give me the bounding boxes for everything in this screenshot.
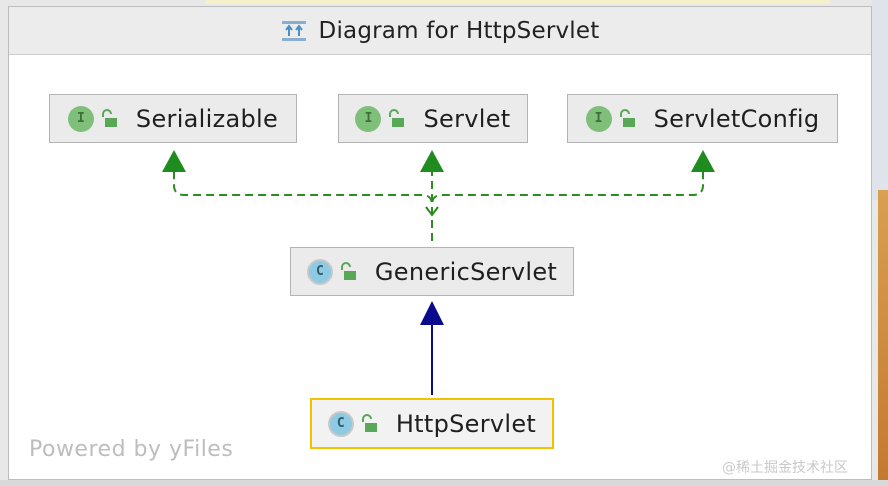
node-serializable[interactable]: I Serializable bbox=[49, 94, 297, 143]
interface-icon: I bbox=[355, 105, 382, 132]
node-label-httpservlet: HttpServlet bbox=[395, 409, 537, 438]
node-label-servletconfig: ServletConfig bbox=[653, 104, 820, 133]
class-diagram-icon bbox=[281, 20, 307, 42]
diagram-canvas[interactable]: I Serializable I Servlet I bbox=[9, 55, 871, 479]
window-title: Diagram for HttpServlet bbox=[318, 17, 600, 44]
public-lock-icon bbox=[618, 108, 636, 129]
diagram-window: Diagram for HttpServlet bbox=[8, 6, 872, 480]
background-strip bbox=[205, 0, 830, 4]
node-label-serializable: Serializable bbox=[135, 104, 279, 133]
public-lock-icon bbox=[360, 413, 378, 434]
background-bottom bbox=[0, 480, 888, 486]
watermark-text: @稀土掘金技术社区 bbox=[722, 460, 848, 476]
public-lock-icon bbox=[100, 108, 118, 129]
arrowhead-genericservlet bbox=[420, 301, 444, 325]
class-icon: C bbox=[327, 410, 354, 437]
interface-icon: I bbox=[585, 105, 612, 132]
node-label-servlet: Servlet bbox=[423, 104, 511, 133]
public-lock-icon bbox=[339, 261, 357, 282]
interface-icon: I bbox=[67, 105, 94, 132]
node-genericservlet[interactable]: C GenericServlet bbox=[290, 247, 574, 296]
background-right-wallpaper bbox=[878, 190, 888, 486]
public-lock-icon bbox=[387, 108, 405, 129]
diagram-edges bbox=[162, 150, 715, 395]
arrowhead-servletconfig bbox=[691, 150, 715, 172]
arrowhead-serializable bbox=[162, 150, 186, 172]
junction-chevron bbox=[425, 206, 439, 217]
edge-implements-servletconfig[interactable] bbox=[431, 167, 704, 241]
node-label-genericservlet: GenericServlet bbox=[374, 257, 558, 286]
edge-implements-serializable[interactable] bbox=[173, 167, 433, 241]
arrowhead-servlet bbox=[420, 150, 444, 172]
node-servlet[interactable]: I Servlet bbox=[338, 94, 528, 143]
class-icon: C bbox=[306, 258, 333, 285]
node-servletconfig[interactable]: I ServletConfig bbox=[567, 94, 838, 143]
background-right-panel bbox=[872, 0, 888, 200]
window-titlebar[interactable]: Diagram for HttpServlet bbox=[9, 7, 871, 55]
node-httpservlet[interactable]: C HttpServlet bbox=[310, 398, 554, 449]
powered-by-label: Powered by yFiles bbox=[29, 437, 234, 462]
